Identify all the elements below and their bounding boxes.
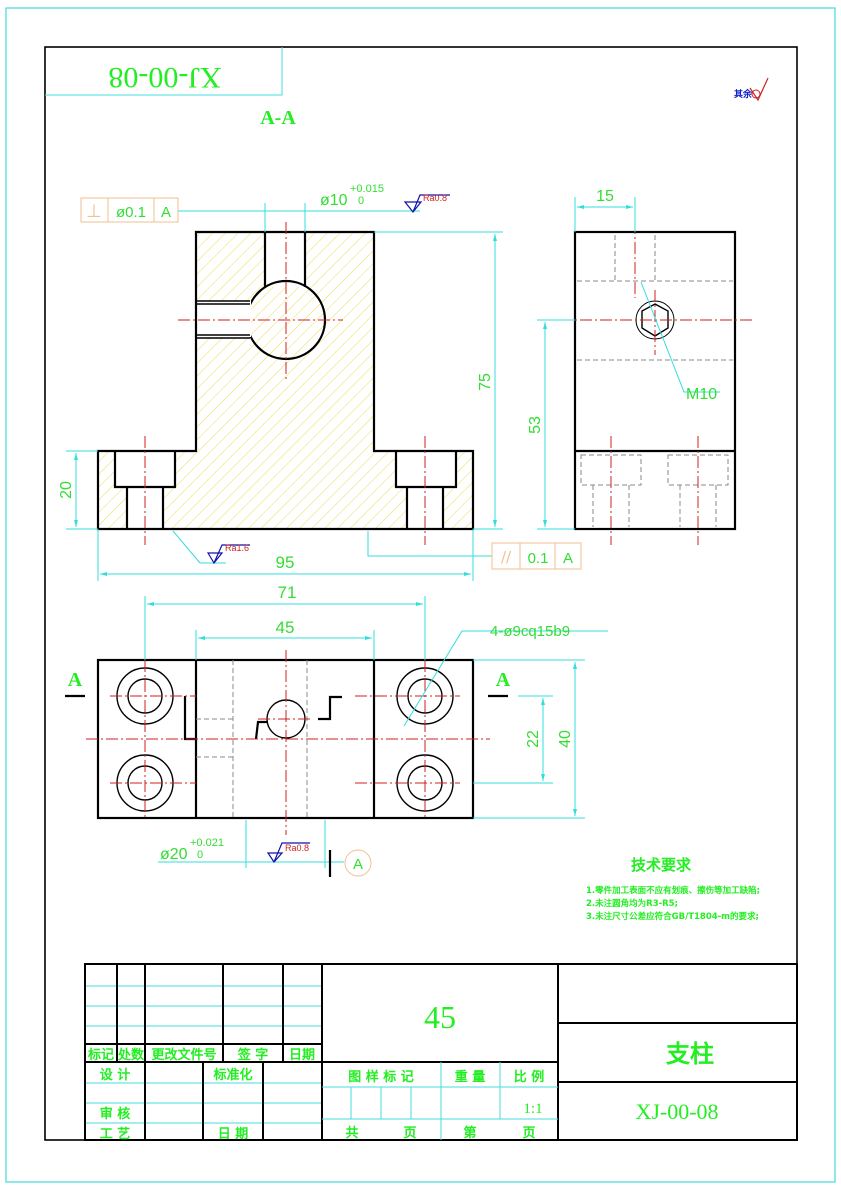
top-view-dimensions: 71 45 4-ø9cq15b9 40 22 ø20 +0.021 0 Ra0.… bbox=[144, 583, 608, 877]
datum-a-marker: A bbox=[353, 856, 363, 873]
label-design: 设 计 bbox=[100, 1067, 131, 1083]
label-total: 共 bbox=[345, 1125, 358, 1141]
tech-req-title: 技术要求 bbox=[631, 856, 692, 874]
header-signature: 签 字 bbox=[237, 1047, 269, 1063]
label-review: 审 核 bbox=[100, 1106, 131, 1122]
material: 45 bbox=[424, 999, 456, 1035]
dim-45: 45 bbox=[276, 618, 295, 637]
dim-75: 75 bbox=[477, 373, 494, 391]
part-name: 支柱 bbox=[666, 1040, 714, 1068]
roughness-note-label: 其余 bbox=[734, 88, 753, 100]
dim-71: 71 bbox=[278, 583, 297, 602]
title-block: 标记 处数 更改文件号 签 字 日期 设 计 标准化 审 核 工 艺 日 期 4… bbox=[84, 963, 798, 1142]
parallelism-frame: // 0.1 A bbox=[491, 542, 582, 570]
svg-text:0.1: 0.1 bbox=[528, 550, 549, 567]
header-count: 处数 bbox=[117, 1047, 145, 1063]
perpendicularity-icon: ⊥ bbox=[86, 201, 102, 222]
front-view-dimensions: ⊥ ø0.1 A ø10 +0.015 0 Ra0.8 75 20 95 bbox=[58, 183, 582, 581]
header-date: 日期 bbox=[289, 1048, 315, 1063]
top-view: A A bbox=[65, 650, 511, 835]
roughness-symbol-ra16: Ra1.6 bbox=[172, 530, 250, 565]
label-page-no: 第 bbox=[463, 1125, 476, 1141]
svg-text:Ra1.6: Ra1.6 bbox=[225, 543, 249, 553]
corner-code-text: XJ-00-08 bbox=[108, 61, 221, 94]
side-view bbox=[560, 222, 755, 545]
svg-text:+0.021: +0.021 bbox=[190, 837, 224, 849]
scale-value: 1:1 bbox=[523, 1101, 542, 1117]
front-section-view bbox=[96, 222, 475, 545]
tech-req-item-3: 3.未注尺寸公差应符合GB/T1804-m的要求; bbox=[586, 911, 759, 922]
label-pages: 页 bbox=[403, 1126, 416, 1141]
dim-15: 15 bbox=[596, 188, 614, 205]
svg-text:Ra0.8: Ra0.8 bbox=[285, 843, 309, 853]
label-standardization: 标准化 bbox=[212, 1067, 252, 1083]
side-view-dimensions: 15 53 M10 bbox=[527, 188, 720, 530]
tech-req-item-1: 1.零件加工表面不应有划痕、擦伤等加工缺陷; bbox=[586, 885, 760, 896]
tech-req-item-2: 2.未注圆角均为R3-R5; bbox=[586, 898, 678, 909]
section-marker-left: A bbox=[68, 669, 83, 691]
perpendicularity-frame: ⊥ ø0.1 A bbox=[80, 197, 179, 223]
header-mark: 标记 bbox=[87, 1047, 114, 1063]
svg-text:+0.015: +0.015 bbox=[350, 183, 384, 195]
roughness-symbol-ra08-bore: Ra0.8 bbox=[266, 842, 310, 863]
hole-dim-phi10: ø10 bbox=[320, 192, 348, 209]
drawing-number: XJ-00-08 bbox=[635, 1099, 718, 1124]
bore-dim-phi20: ø20 bbox=[160, 846, 188, 863]
inner-drawing-frame bbox=[44, 46, 798, 1141]
parallelism-icon: // bbox=[501, 548, 512, 566]
hole-callout: 4-ø9cq15b9 bbox=[490, 623, 570, 640]
outer-sheet-border bbox=[5, 7, 836, 1183]
label-date: 日 期 bbox=[218, 1127, 249, 1142]
label-page-unit: 页 bbox=[522, 1126, 535, 1141]
svg-text:0: 0 bbox=[197, 849, 203, 861]
label-scale: 比 例 bbox=[514, 1069, 545, 1085]
header-change-doc: 更改文件号 bbox=[151, 1047, 216, 1063]
dim-95: 95 bbox=[276, 553, 295, 572]
dim-40: 40 bbox=[557, 730, 574, 748]
roughness-symbol-ra08-top: Ra0.8 bbox=[403, 193, 450, 213]
svg-text:A: A bbox=[563, 550, 573, 567]
dim-53: 53 bbox=[527, 416, 544, 434]
label-process: 工 艺 bbox=[100, 1126, 131, 1142]
corner-code-box: XJ-00-08 bbox=[45, 47, 283, 96]
svg-text:ø0.1: ø0.1 bbox=[116, 204, 146, 221]
section-label-a-a: A-A bbox=[260, 107, 296, 129]
svg-text:A: A bbox=[161, 204, 171, 221]
roughness-note: 其余 bbox=[734, 77, 769, 102]
label-weight: 重 量 bbox=[455, 1069, 486, 1085]
label-pattern-mark: 图 样 标 记 bbox=[348, 1069, 414, 1085]
dim-20: 20 bbox=[58, 481, 75, 499]
svg-text:0: 0 bbox=[358, 195, 364, 207]
thread-label-m10: M10 bbox=[686, 386, 717, 403]
dim-22: 22 bbox=[525, 730, 542, 748]
svg-text:Ra0.8: Ra0.8 bbox=[423, 193, 447, 203]
section-marker-right: A bbox=[496, 669, 511, 691]
technical-requirements: 技术要求 1.零件加工表面不应有划痕、擦伤等加工缺陷; 2.未注圆角均为R3-R… bbox=[586, 856, 760, 922]
